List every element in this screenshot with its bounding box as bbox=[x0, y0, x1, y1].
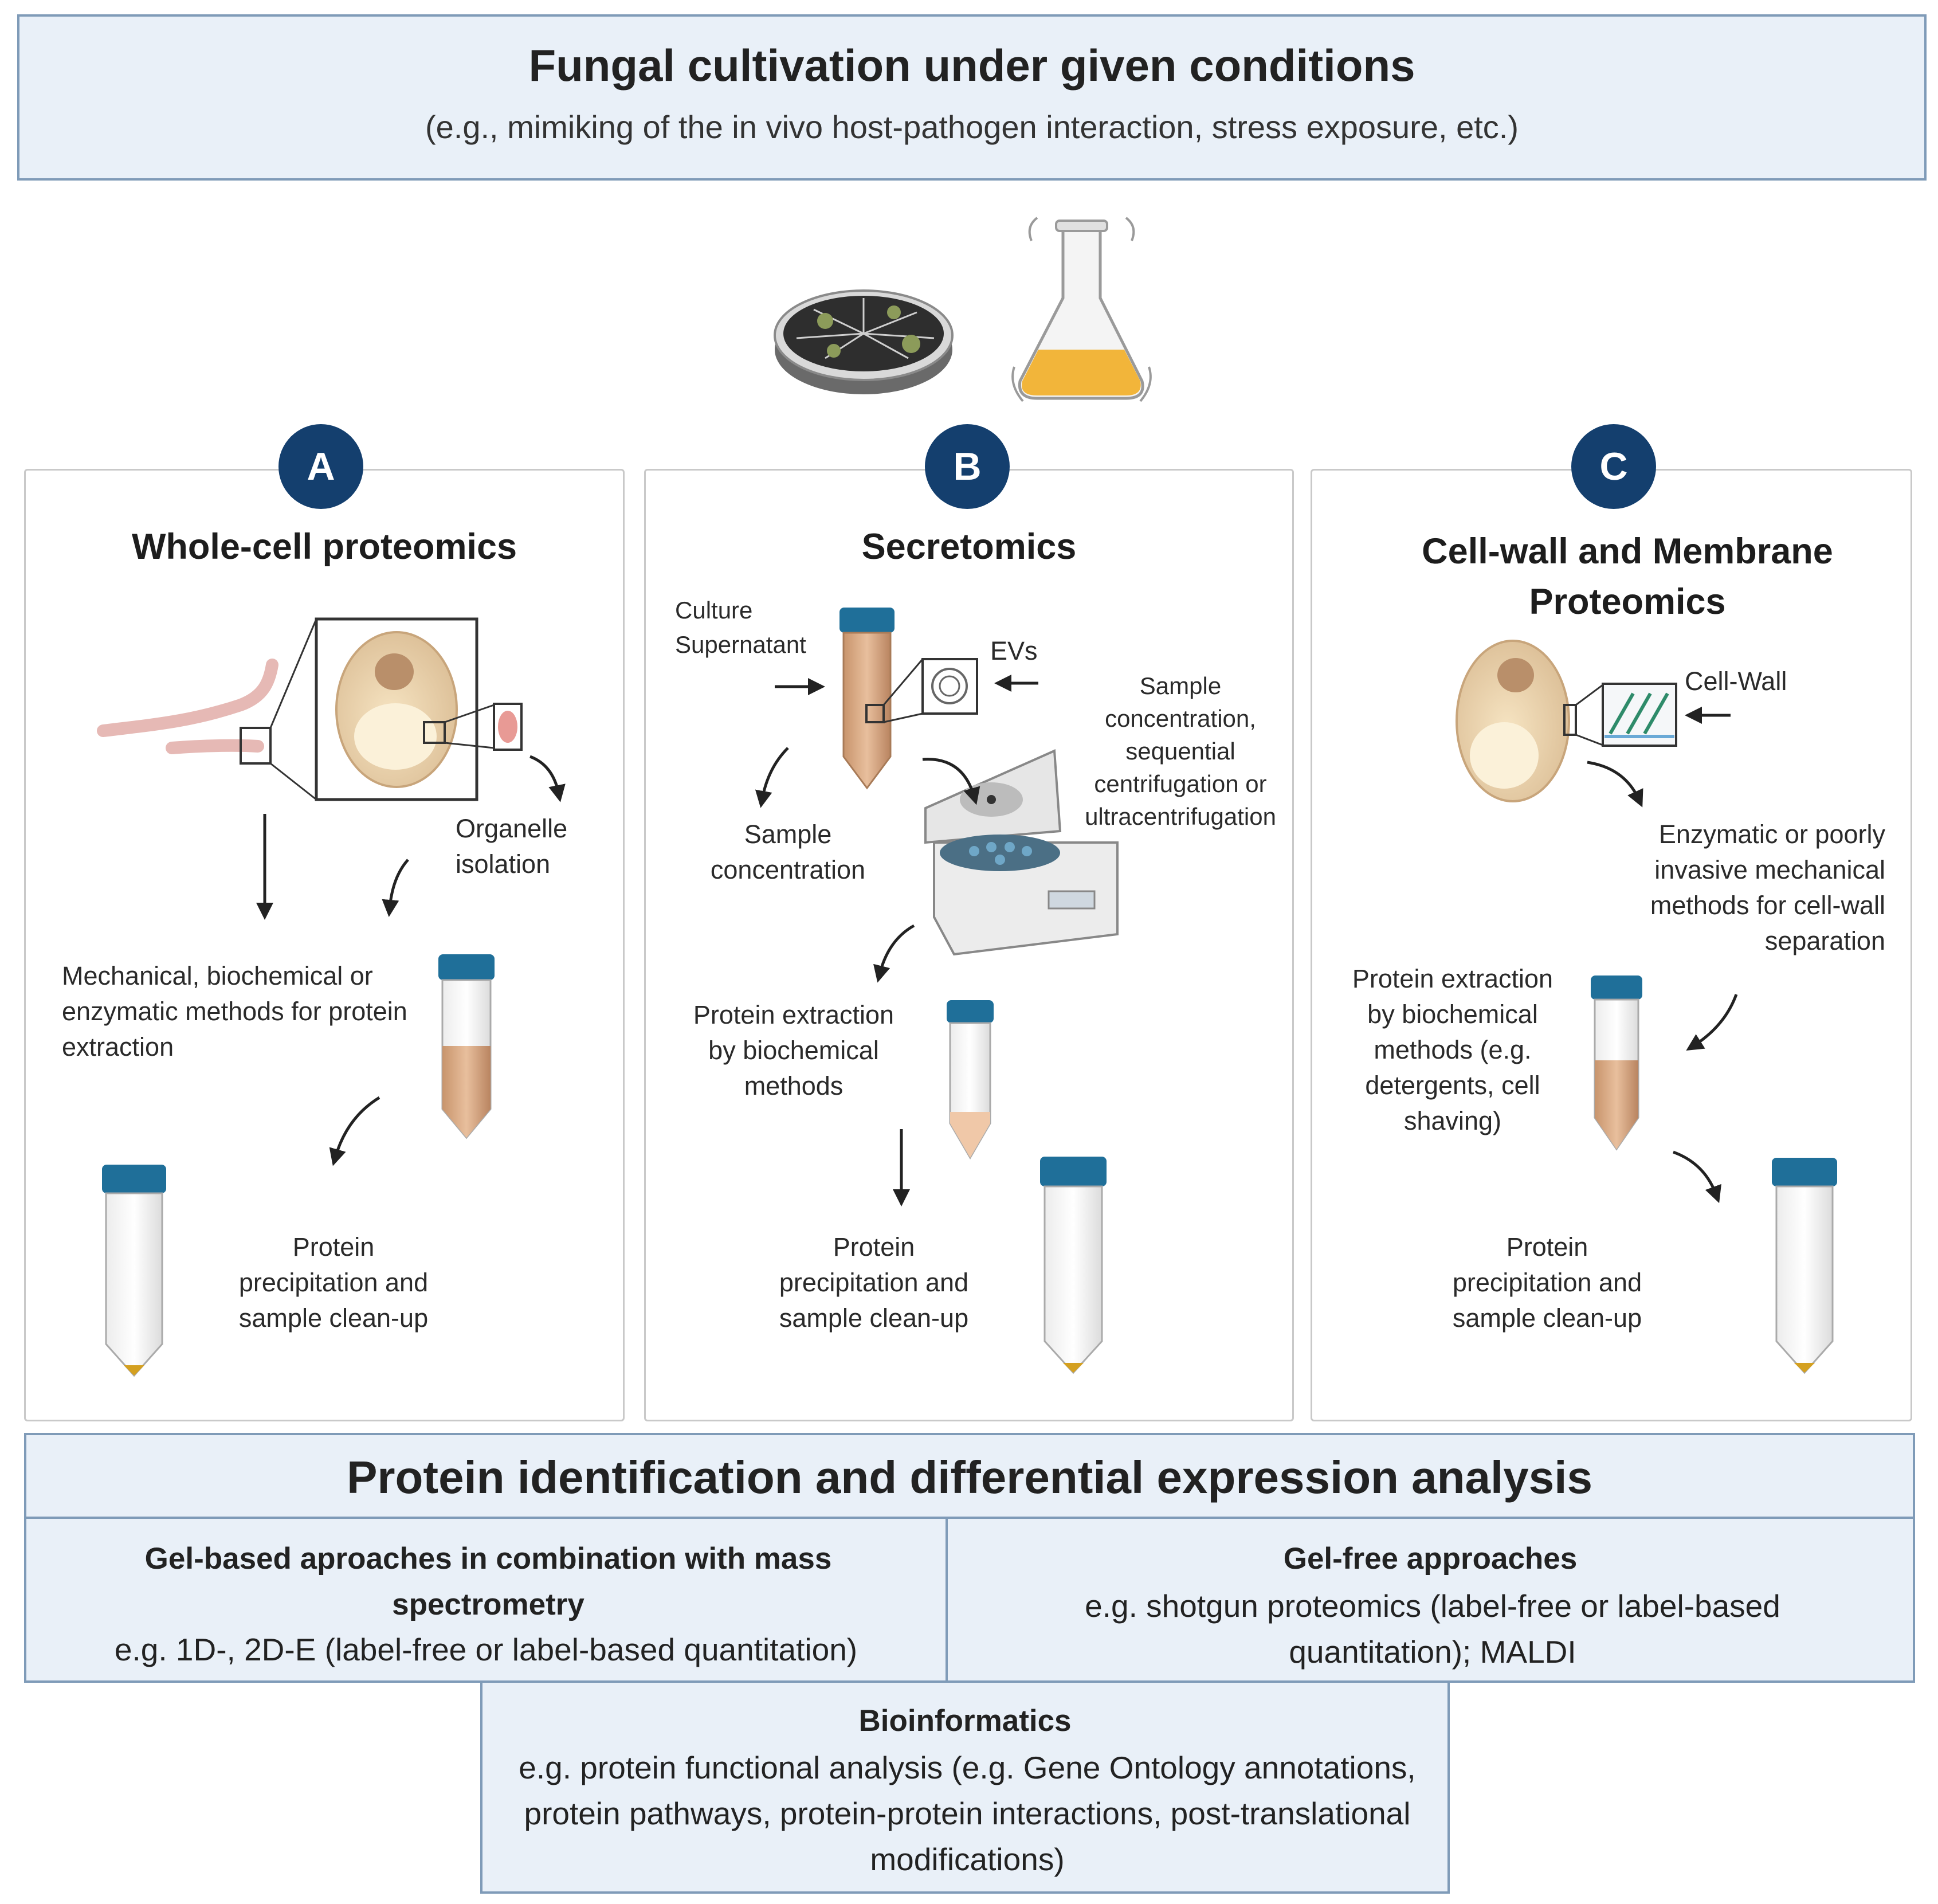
panel-b-evs-label: EVs bbox=[990, 636, 1038, 665]
panel-b-conc-right-label: Sample concentration, sequential centrif… bbox=[1085, 672, 1276, 830]
panel-a-organelle-label: Organelle isolation bbox=[456, 814, 568, 879]
panel-b-supernatant-label: Culture Supernatant bbox=[675, 597, 806, 658]
badge-a: A bbox=[278, 424, 363, 509]
tube-clean-c-icon bbox=[1772, 1158, 1837, 1374]
gel-based-box: Gel-based aproaches in combination with … bbox=[24, 1517, 948, 1683]
gel-free-heading: Gel-free approaches bbox=[1283, 1542, 1578, 1576]
bioinformatics-heading: Bioinformatics bbox=[858, 1704, 1072, 1738]
analysis-title: Protein identification and differential … bbox=[347, 1452, 1592, 1503]
panel-c-title: Cell-wall and Membrane Proteomics bbox=[1422, 531, 1833, 622]
shaking-flask-icon bbox=[1011, 217, 1152, 402]
cell-zoom-icon bbox=[269, 617, 523, 801]
panel-a-extraction-label: Mechanical, biochemical or enzymatic met… bbox=[62, 961, 407, 1061]
tube-small-b-icon bbox=[947, 1000, 994, 1159]
gel-based-heading: Gel-based aproaches in combination with … bbox=[144, 1542, 832, 1621]
gel-based-text: e.g. 1D-, 2D-E (label-free or label-base… bbox=[114, 1632, 858, 1667]
panel-b-title: Secretomics bbox=[861, 527, 1077, 567]
panel-b-arrows bbox=[755, 675, 1038, 1206]
tube-clean-a-icon bbox=[102, 1165, 166, 1377]
tube-supernatant-icon bbox=[839, 608, 978, 790]
petri-dish-icon bbox=[774, 289, 954, 394]
header-subtitle: (e.g., mimiking of the in vivo host-path… bbox=[425, 109, 1519, 145]
panel-b-precipitation-label: Protein precipitation and sample clean-u… bbox=[779, 1232, 969, 1333]
tube-brown-a-icon bbox=[438, 954, 495, 1139]
panel-c-cellwall-label: Cell-Wall bbox=[1685, 667, 1787, 696]
badge-b: B bbox=[925, 424, 1010, 509]
panel-a-precipitation-label: Protein precipitation and sample clean-u… bbox=[238, 1232, 429, 1333]
badge-c: C bbox=[1571, 424, 1656, 509]
tube-brown-c-icon bbox=[1591, 975, 1642, 1151]
yeast-cell-icon bbox=[1456, 640, 1677, 802]
header-box: Fungal cultivation under given condition… bbox=[17, 14, 1927, 181]
panel-a-arrows bbox=[256, 755, 566, 1166]
bioinformatics-text: e.g. protein functional analysis (e.g. G… bbox=[519, 1750, 1416, 1877]
panel-c-precipitation-label: Protein precipitation and sample clean-u… bbox=[1452, 1232, 1642, 1333]
tube-clean-b-icon bbox=[1040, 1157, 1107, 1374]
gel-free-box: Gel-free approaches e.g. shotgun proteom… bbox=[946, 1517, 1915, 1683]
panel-b-conc-label: Sample concentration bbox=[710, 820, 866, 884]
hyphae-icon bbox=[97, 659, 278, 765]
panel-b-extraction-label: Protein extraction by biochemical method… bbox=[693, 1000, 895, 1100]
panel-a-title: Whole-cell proteomics bbox=[131, 527, 517, 567]
analysis-title-box: Protein identification and differential … bbox=[24, 1433, 1915, 1519]
gel-free-text: e.g. shotgun proteomics (label-free or l… bbox=[1085, 1588, 1780, 1670]
header-title: Fungal cultivation under given condition… bbox=[528, 40, 1415, 91]
panel-c-extraction-label: Protein extraction by biochemical method… bbox=[1352, 964, 1553, 1135]
bioinformatics-box: Bioinformatics e.g. protein functional a… bbox=[480, 1680, 1450, 1894]
panel-c-enzymatic-label: Enzymatic or poorly invasive mechanical … bbox=[1650, 820, 1885, 955]
panel-c-arrows bbox=[1587, 707, 1738, 1204]
